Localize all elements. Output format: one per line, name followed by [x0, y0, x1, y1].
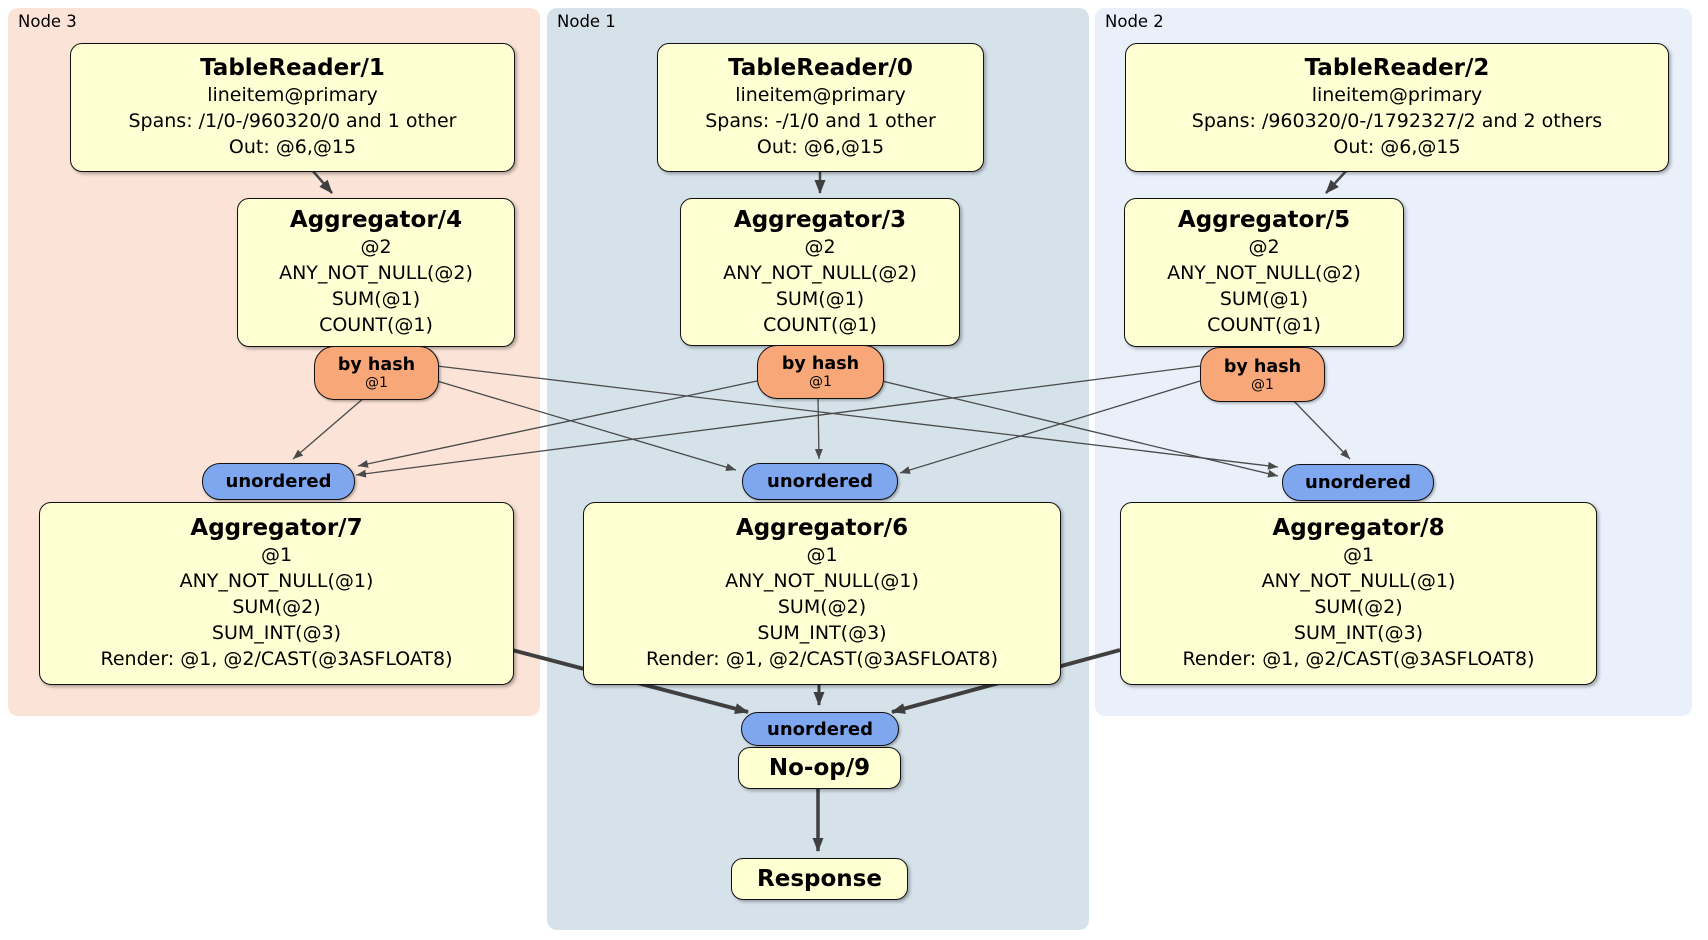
sync-unordered-8: unordered [1282, 464, 1434, 501]
edge-router4-to-sync8 [436, 365, 1279, 470]
processor-aggfn: ANY_NOT_NULL(@2) [1167, 262, 1361, 284]
processor-aggfn: SUM_INT(@3) [1293, 622, 1424, 644]
processor-render: Render: @1, @2/CAST(@3ASFLOAT8) [100, 648, 453, 670]
processor-spans: Spans: -/1/0 and 1 other [705, 110, 936, 132]
processor-groupcols: @2 [804, 235, 836, 258]
sync-label: unordered [1305, 472, 1411, 493]
processor-aggfn: ANY_NOT_NULL(@2) [723, 261, 917, 284]
edge-router5-to-sync7 [355, 365, 1201, 478]
processor-groupcols: @2 [1248, 236, 1280, 258]
processor-aggregator-4: Aggregator/4 @2 ANY_NOT_NULL(@2) SUM(@1)… [237, 198, 515, 347]
processor-detail: lineitem@primary [735, 84, 906, 106]
router-by-hash-4: by hash @1 [314, 346, 439, 400]
processor-tablereader-2: TableReader/2 lineitem@primary Spans: /9… [1125, 43, 1669, 172]
region-node2-label: Node 2 [1105, 12, 1164, 31]
processor-title: TableReader/1 [200, 55, 385, 81]
processor-aggregator-3: Aggregator/3 @2 ANY_NOT_NULL(@2) SUM(@1)… [680, 198, 960, 346]
processor-title: Aggregator/5 [1177, 207, 1351, 233]
processor-tablereader-1: TableReader/1 lineitem@primary Spans: /1… [70, 43, 515, 172]
processor-aggfn: COUNT(@1) [319, 314, 433, 336]
edge-tablereader2-to-aggregator5 [1325, 169, 1348, 194]
processor-aggfn: SUM(@2) [232, 596, 321, 618]
processor-title: TableReader/2 [1304, 55, 1490, 81]
processor-tablereader-0: TableReader/0 lineitem@primary Spans: -/… [657, 43, 984, 172]
processor-title: No-op/9 [768, 754, 871, 781]
processor-aggfn: SUM_INT(@3) [757, 622, 887, 644]
processor-groupcols: @2 [360, 236, 392, 258]
processor-title: Aggregator/8 [1272, 515, 1445, 541]
edge-router4-to-sync6 [436, 380, 737, 471]
processor-aggfn: COUNT(@1) [763, 313, 877, 336]
processor-render: Render: @1, @2/CAST(@3ASFLOAT8) [646, 648, 998, 670]
processor-groupcols: @1 [1342, 544, 1375, 566]
processor-detail: lineitem@primary [1311, 84, 1483, 106]
processor-response: Response [731, 858, 908, 900]
sync-unordered-7: unordered [202, 463, 355, 500]
edge-router4-to-sync7 [292, 396, 366, 460]
processor-aggfn: SUM(@2) [777, 596, 867, 618]
edge-router5-to-sync6 [899, 380, 1201, 474]
processor-detail: lineitem@primary [207, 84, 378, 106]
processor-aggregator-8: Aggregator/8 @1 ANY_NOT_NULL(@1) SUM(@2)… [1120, 502, 1597, 685]
sync-label: unordered [767, 718, 873, 740]
processor-title: Aggregator/7 [190, 515, 363, 541]
region-node3-label: Node 3 [18, 12, 77, 31]
sync-unordered-6: unordered [742, 463, 898, 500]
router-by-hash-5: by hash @1 [1200, 347, 1325, 402]
processor-spans: Spans: /960320/0-/1792327/2 and 2 others [1191, 110, 1603, 132]
processor-aggregator-6: Aggregator/6 @1 ANY_NOT_NULL(@1) SUM(@2)… [583, 502, 1061, 685]
processor-groupcols: @1 [260, 544, 293, 566]
router-columns: @1 [809, 374, 832, 390]
processor-out: Out: @6,@15 [1333, 136, 1461, 158]
router-label: by hash [781, 354, 860, 374]
edge-tablereader1-to-aggregator4 [311, 169, 333, 194]
processor-aggfn: ANY_NOT_NULL(@2) [279, 262, 473, 284]
processor-spans: Spans: /1/0-/960320/0 and 1 other [128, 110, 457, 132]
edge-router5-to-sync8 [1289, 396, 1351, 460]
processor-title: Response [757, 865, 882, 892]
router-by-hash-3: by hash @1 [757, 345, 884, 399]
processor-aggfn: ANY_NOT_NULL(@1) [1261, 570, 1456, 592]
sync-label: unordered [225, 471, 332, 492]
sync-unordered-9: unordered [741, 712, 899, 746]
processor-groupcols: @1 [806, 544, 838, 566]
processor-aggfn: SUM(@1) [775, 287, 865, 310]
processor-aggfn: COUNT(@1) [1207, 314, 1321, 336]
router-label: by hash [337, 355, 416, 375]
edge-router3-to-sync6 [814, 396, 823, 460]
processor-out: Out: @6,@15 [228, 136, 357, 158]
processor-aggfn: ANY_NOT_NULL(@1) [179, 570, 374, 592]
processor-noop-9: No-op/9 [738, 747, 901, 789]
router-columns: @1 [1251, 376, 1274, 393]
processor-out: Out: @6,@15 [756, 136, 885, 158]
processor-aggregator-5: Aggregator/5 @2 ANY_NOT_NULL(@2) SUM(@1)… [1124, 198, 1404, 347]
router-columns: @1 [365, 375, 388, 391]
router-label: by hash [1223, 356, 1302, 377]
processor-aggfn: SUM_INT(@3) [211, 622, 342, 644]
processor-render: Render: @1, @2/CAST(@3ASFLOAT8) [1182, 648, 1535, 670]
processor-aggfn: ANY_NOT_NULL(@1) [725, 570, 919, 592]
processor-aggregator-7: Aggregator/7 @1 ANY_NOT_NULL(@1) SUM(@2)… [39, 502, 514, 685]
edge-router3-to-sync8 [881, 380, 1279, 478]
processor-title: TableReader/0 [728, 55, 913, 81]
processor-title: Aggregator/4 [289, 207, 463, 233]
processor-aggfn: SUM(@2) [1314, 596, 1403, 618]
sync-label: unordered [767, 471, 873, 492]
processor-title: Aggregator/3 [733, 206, 907, 233]
processor-aggfn: SUM(@1) [1219, 288, 1309, 310]
region-node1-label: Node 1 [557, 12, 616, 31]
edge-router3-to-sync7 [357, 380, 758, 468]
processor-title: Aggregator/6 [735, 515, 909, 541]
processor-aggfn: SUM(@1) [331, 288, 421, 310]
